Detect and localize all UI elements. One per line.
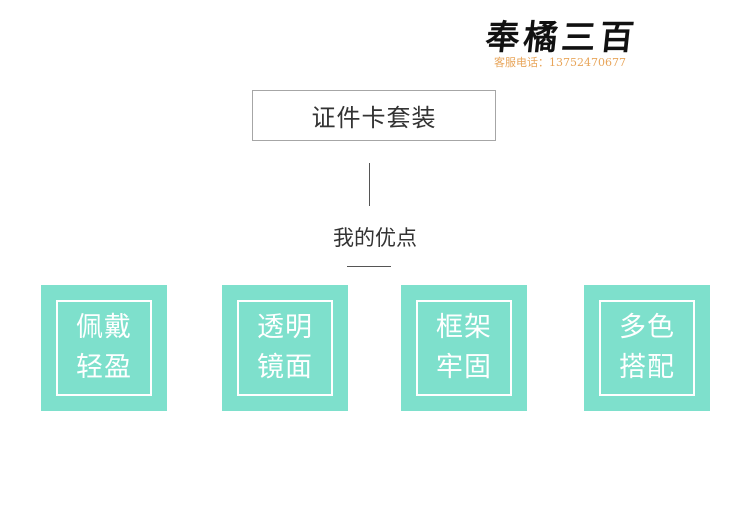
feature-tile-frame: 多色 搭配 [599,300,695,396]
brand-logo: 奉橘三百 客服电话：13752470677 [480,6,640,72]
product-title-box: 证件卡套装 [252,90,496,141]
feature-tile-line-1: 框架 [436,312,492,343]
heading-underline [347,266,391,267]
customer-service-phone: 客服电话：13752470677 [494,56,626,69]
feature-tile-line-2: 搭配 [619,352,675,383]
feature-tile-line-2: 牢固 [436,352,492,383]
feature-tile-sturdy-frame: 框架 牢固 [401,285,527,411]
connector-line [369,163,370,206]
feature-tile-transparent: 透明 镜面 [222,285,348,411]
feature-tile-multicolor: 多色 搭配 [584,285,710,411]
feature-tile-frame: 佩戴 轻盈 [56,300,152,396]
feature-tile-line-1: 多色 [619,312,675,343]
features-heading: 我的优点 [333,226,417,250]
feature-tile-lightweight: 佩戴 轻盈 [41,285,167,411]
brand-logo-text: 奉橘三百 [483,18,640,58]
feature-tile-line-2: 轻盈 [76,352,132,383]
product-title: 证件卡套装 [311,104,437,132]
feature-tile-frame: 框架 牢固 [416,300,512,396]
feature-tile-line-2: 镜面 [257,352,313,383]
feature-tile-line-1: 佩戴 [76,312,132,343]
feature-tile-line-1: 透明 [257,312,313,343]
feature-tile-frame: 透明 镜面 [237,300,333,396]
